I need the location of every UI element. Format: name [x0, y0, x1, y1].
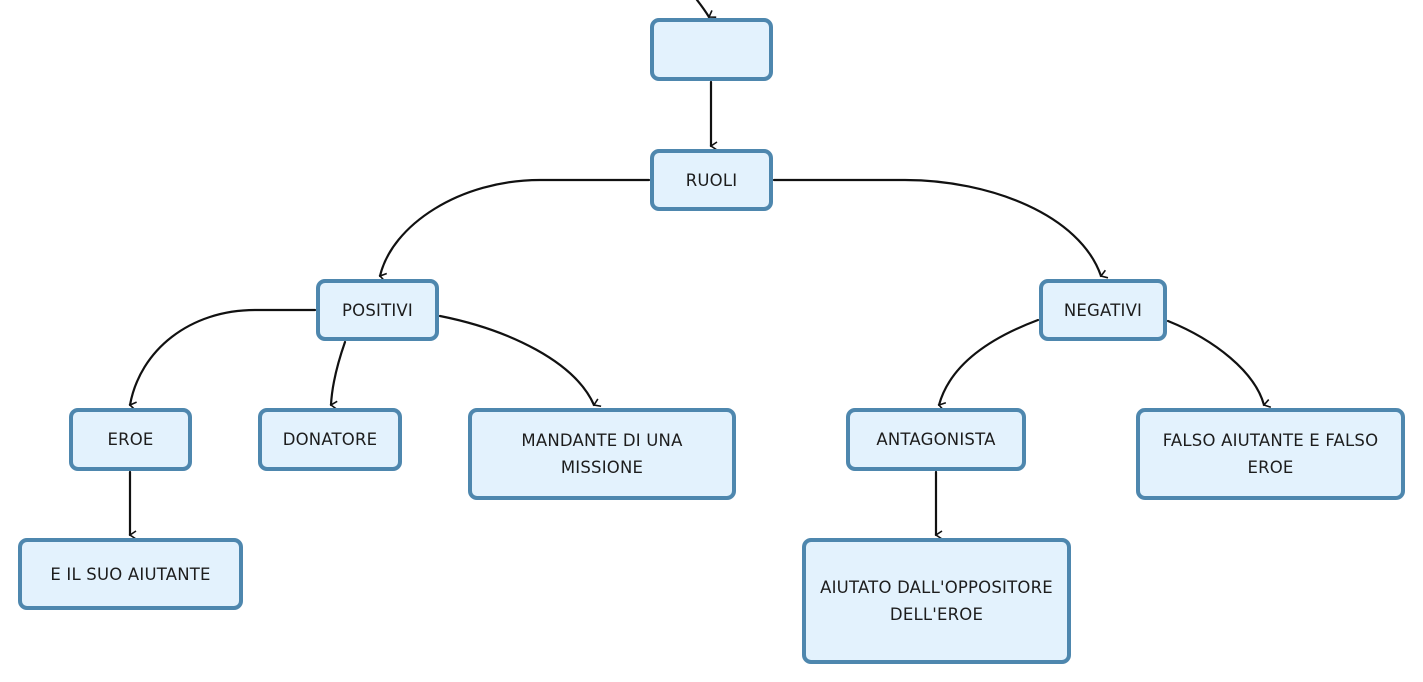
node-positivi: POSITIVI: [316, 279, 439, 341]
node-suo-aiutante: E IL SUO AIUTANTE: [18, 538, 243, 610]
connector-ruoli-positivi: [378, 178, 651, 282]
node-eroe: EROE: [69, 408, 192, 471]
node-mandante: MANDANTE DI UNA MISSIONE: [468, 408, 736, 500]
node-aiutato: AIUTATO DALL'OPPOSITORE DELL'EROE: [802, 538, 1071, 664]
node-donatore: DONATORE: [258, 408, 402, 471]
node-top-empty: [650, 18, 773, 81]
connector-incoming-top: [695, 0, 717, 19]
node-ruoli: RUOLI: [650, 149, 773, 211]
connector-negativi-falso: [1166, 319, 1272, 409]
node-antagonista: ANTAGONISTA: [846, 408, 1026, 471]
connector-ruoli-negativi: [772, 178, 1109, 279]
node-negativi: NEGATIVI: [1039, 279, 1167, 341]
node-falso-aiutante: FALSO AIUTANTE E FALSO EROE: [1136, 408, 1405, 500]
connector-positivi-mandante: [438, 314, 602, 408]
connector-negativi-antagonista: [937, 318, 1040, 411]
connector-positivi-donatore: [329, 340, 347, 410]
connector-positivi-eroe: [128, 308, 317, 411]
